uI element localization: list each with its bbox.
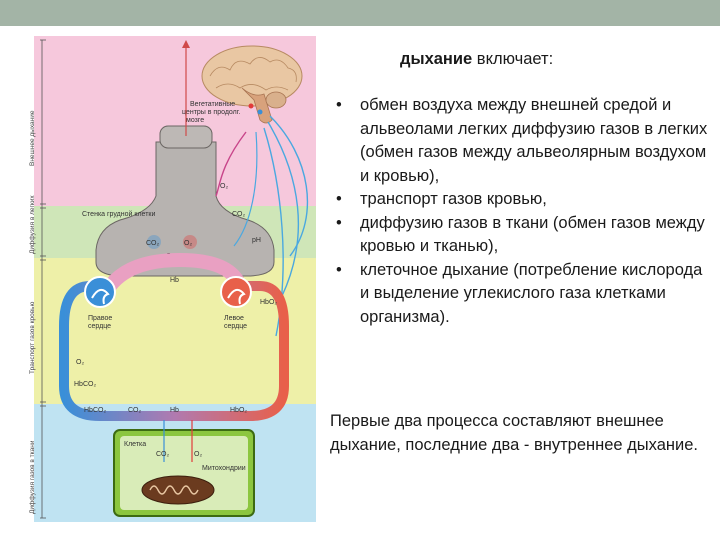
co2-label-bottom: CO₂ — [128, 407, 142, 414]
bullet-marker: • — [336, 190, 342, 208]
co2-label-cell: CO₂ — [156, 451, 170, 458]
co2-marker-lungs — [147, 235, 161, 249]
mito-label: Митохондрии — [202, 465, 246, 472]
brain-label-line-2: центры в продолг. — [182, 109, 240, 116]
left-heart-label: Левое сердце — [224, 315, 247, 330]
hbco2-label-bottom: HbCO₂ — [84, 407, 106, 414]
cell-label: Клетка — [124, 441, 146, 448]
bullet-marker: • — [336, 260, 342, 279]
o2-label-cell: O₂ — [194, 451, 202, 458]
blood-circulation-loop — [59, 281, 289, 421]
nerve-path-1 — [269, 115, 309, 257]
bullet-text: диффузию газов в ткани (обмен газов межд… — [360, 213, 705, 256]
slide-title-rest: включает: — [472, 50, 554, 68]
right-heart-label-line-2: сердце — [88, 323, 111, 330]
hbo2-label-right: HbO₂ — [260, 299, 277, 306]
co2-label-chest: CO₂ — [232, 211, 246, 218]
pulmonary-vessel — [104, 252, 247, 291]
slide-title: дыхание включает: — [400, 50, 553, 69]
left-heart-icon — [220, 276, 252, 308]
o2-label-upper: O₂ — [220, 183, 228, 190]
side-scale-ticks — [40, 39, 46, 519]
right-heart-label: Правое сердце — [88, 315, 114, 330]
o2-label-loop: O₂ — [76, 359, 84, 366]
hco2-label-loop: HbCO₂ — [74, 381, 96, 388]
left-heart-label-line-2: сердце — [224, 323, 247, 330]
bullet-item: • обмен воздуха между внешней средой и ал… — [330, 94, 710, 188]
right-heart-icon — [84, 276, 116, 308]
o2-marker-lungs — [183, 235, 197, 249]
right-heart-label-line-1: Правое — [88, 315, 112, 322]
bullet-text: транспорт газов кровью, — [360, 190, 547, 208]
mitochondrion-icon — [141, 475, 215, 505]
slide-title-bold: дыхание — [400, 50, 473, 68]
o2-label-lungs: O₂ — [184, 240, 192, 247]
bullet-item: • клеточное дыхание (потребление кислоро… — [330, 259, 710, 330]
bullet-marker: • — [336, 96, 342, 114]
bullet-list: • обмен воздуха между внешней средой и ал… — [330, 94, 710, 329]
hb-label-top: Hb — [170, 277, 179, 284]
side-label-lung-diffusion: Диффузия в легких — [29, 195, 36, 254]
mitochondrion-cristae — [149, 485, 199, 495]
side-label-transport: Транспорт газов кровью — [29, 301, 36, 374]
bullet-item: • диффузию газов в ткани (обмен газов ме… — [330, 212, 710, 259]
right-heart-valve — [91, 288, 110, 305]
nerve-path-5 — [233, 131, 258, 247]
top-bar — [0, 0, 720, 26]
hb-label-bottom: Hb — [170, 407, 179, 414]
side-label-tissue: Диффузия газов в ткани — [29, 440, 36, 514]
hbo2-label-bottom: HbO₂ — [230, 407, 247, 414]
chest-wall-label: Стенка грудной клетки — [82, 210, 155, 218]
respiration-diagram: Внешнее дыхание Диффузия в легких Трансп… — [20, 36, 320, 522]
side-label-external: Внешнее дыхание — [29, 110, 36, 166]
brain-label-line-3: мозге — [186, 117, 204, 124]
bullet-text: обмен воздуха между внешней средой и аль… — [360, 96, 708, 185]
left-heart-label-line-1: Левое — [224, 315, 244, 322]
nerve-path-2 — [267, 121, 300, 297]
bullet-marker: • — [336, 213, 342, 232]
bullet-text: клеточное дыхание (потребление кислорода… — [360, 260, 703, 326]
brain-illustration — [201, 45, 303, 124]
brain-label: Вегетативные центры в продолг. мозге — [182, 101, 242, 124]
arrow-up-icon — [182, 40, 190, 48]
bullet-item: • транспорт газов кровью, — [330, 188, 710, 212]
nerve-path-4 — [215, 131, 247, 197]
left-heart-valve — [227, 288, 246, 305]
ph-label: pH — [252, 237, 261, 244]
respiration-diagram-svg: Внешнее дыхание Диффузия в легких Трансп… — [29, 36, 316, 522]
summary-paragraph: Первые два процесса составляют внешнее д… — [330, 412, 698, 454]
co2-label-lungs: CO₂ — [146, 240, 160, 247]
brain-label-line-1: Вегетативные — [190, 101, 235, 108]
